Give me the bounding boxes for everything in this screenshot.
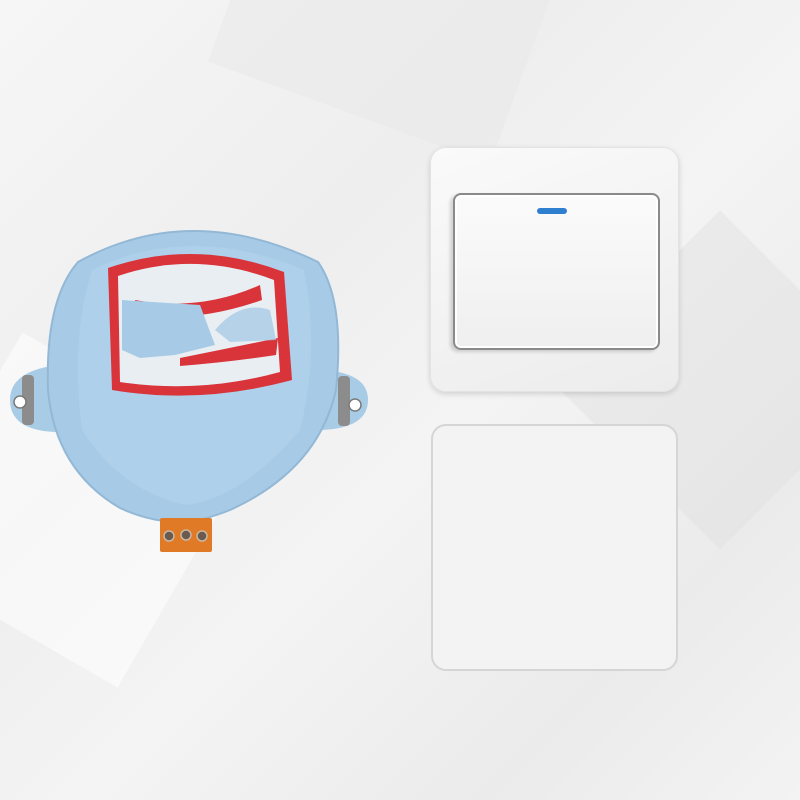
terminal-screw-3 xyxy=(196,530,208,542)
terminal-screw-1 xyxy=(163,530,175,542)
indicator-light xyxy=(537,208,567,214)
brand-logo xyxy=(108,253,292,396)
terminal-block xyxy=(160,518,212,552)
switch-rocker[interactable] xyxy=(453,193,660,350)
terminal-screw-2 xyxy=(180,529,192,541)
